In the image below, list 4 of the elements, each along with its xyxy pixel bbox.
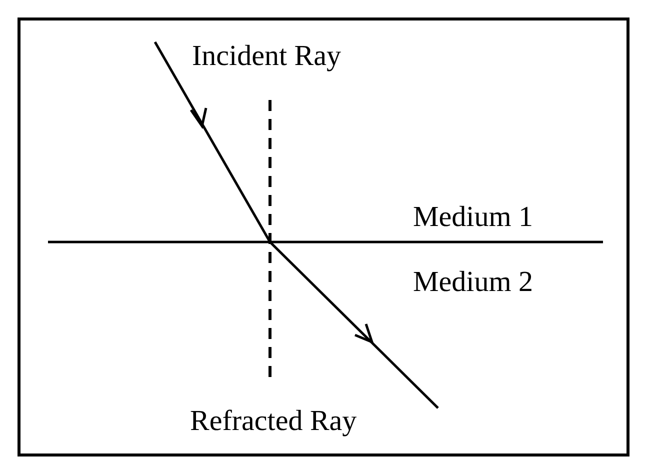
ray-label: Refracted Ray xyxy=(190,407,357,436)
medium-label: Medium 1 xyxy=(413,203,534,232)
medium-label: Medium 2 xyxy=(413,268,534,297)
ray-label: Incident Ray xyxy=(192,42,341,71)
